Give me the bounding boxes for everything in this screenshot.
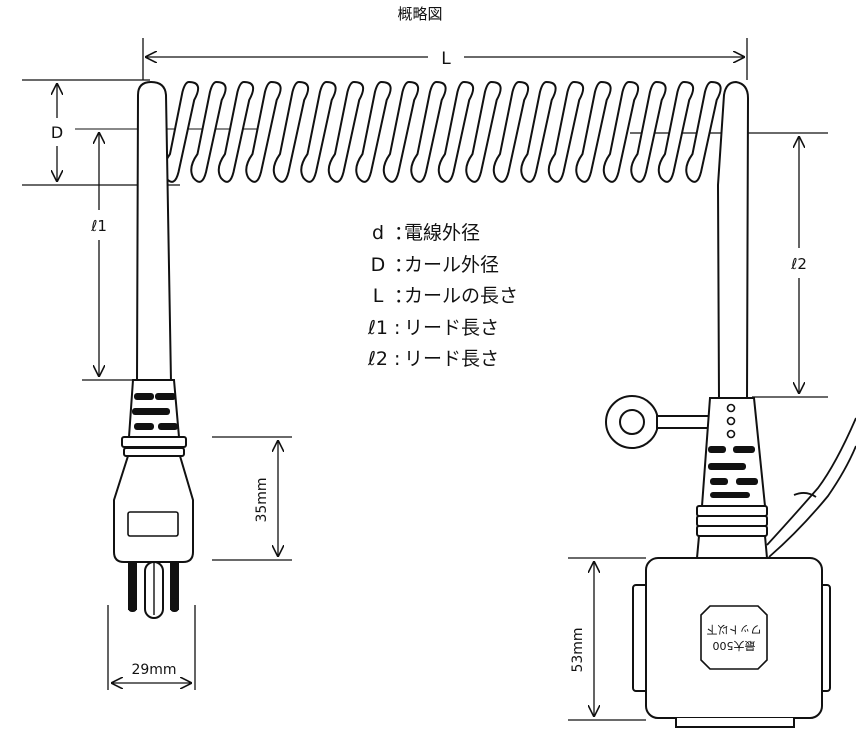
dimension-plug-length xyxy=(212,436,292,561)
dimension-box-height xyxy=(568,557,646,721)
dimension-L-label: L xyxy=(441,49,451,69)
coil-turn xyxy=(410,80,447,183)
coil-turn xyxy=(630,80,667,183)
connector-head xyxy=(605,395,769,559)
coil-turn xyxy=(327,80,365,183)
coil-turn xyxy=(492,80,530,183)
coil-turn xyxy=(300,80,337,183)
coil-turn xyxy=(685,80,722,183)
dimension-L xyxy=(142,38,748,80)
coil-turn xyxy=(547,80,585,183)
coil-turn xyxy=(217,80,255,183)
legend-item: ℓ2:リード長さ xyxy=(362,344,518,376)
outlet-box xyxy=(632,557,831,728)
dimension-plug-width xyxy=(107,605,196,690)
coil-turn xyxy=(575,80,612,183)
legend-item: ℓ1:リード長さ xyxy=(362,313,518,345)
legend-item: L ：カールの長さ xyxy=(362,281,518,313)
coil-turn xyxy=(245,80,282,183)
legend-sep: : xyxy=(394,348,401,370)
dimension-l1-label: ℓ1 xyxy=(90,217,107,235)
legend-item: D ：カール外径 xyxy=(362,250,518,282)
coil-turn xyxy=(355,80,392,183)
legend-sep: : xyxy=(394,316,401,339)
coil-turn xyxy=(190,80,227,183)
legend: d：電線外径 D：カール外径 L：カールの長さ ℓ1:リード長さ ℓ2:リード長… xyxy=(362,218,518,376)
coil-turn xyxy=(465,80,502,183)
legend-text: 電線外径 xyxy=(404,222,481,244)
dimension-l1 xyxy=(82,133,138,381)
legend-item: d ：電線外径 xyxy=(362,218,518,250)
outlet-box-label: 最大500 ワット以下 xyxy=(707,623,762,653)
legend-key: d xyxy=(371,222,385,244)
coil-turn xyxy=(657,80,695,183)
dimension-D-label: D xyxy=(51,123,63,142)
legend-key: ℓ1 xyxy=(368,316,388,339)
legend-text: カールの長さ xyxy=(404,285,519,307)
dimension-plug-length-label: 35mm xyxy=(254,477,270,522)
legend-sep: ： xyxy=(394,222,414,244)
plug xyxy=(113,379,194,619)
left-lead-wire xyxy=(135,80,173,383)
box-label-line2: ワット以下 xyxy=(707,623,762,636)
legend-key: L xyxy=(372,285,384,307)
side-cable xyxy=(766,417,856,558)
legend-key: ℓ2 xyxy=(368,348,388,370)
legend-key: D xyxy=(370,253,386,276)
legend-sep: ： xyxy=(394,253,414,276)
coil-turn xyxy=(602,80,640,183)
coil-turn xyxy=(520,80,557,183)
box-label-line1: 最大500 xyxy=(713,639,756,653)
dimension-l2-label: ℓ2 xyxy=(790,255,807,273)
dimension-box-height-label: 53mm xyxy=(570,627,586,672)
legend-sep: ： xyxy=(394,285,414,307)
right-lead-wire xyxy=(716,80,750,401)
coil-turn xyxy=(382,80,420,183)
coil-turn xyxy=(272,80,310,183)
coil-cord xyxy=(162,80,722,183)
diagram-title: 概略図 xyxy=(397,5,442,23)
coil-turn xyxy=(437,80,475,183)
legend-text: カール外径 xyxy=(404,253,500,276)
legend-text: リード長さ xyxy=(404,316,500,339)
legend-text: リード長さ xyxy=(404,348,500,370)
dimension-plug-width-label: 29mm xyxy=(131,662,176,678)
